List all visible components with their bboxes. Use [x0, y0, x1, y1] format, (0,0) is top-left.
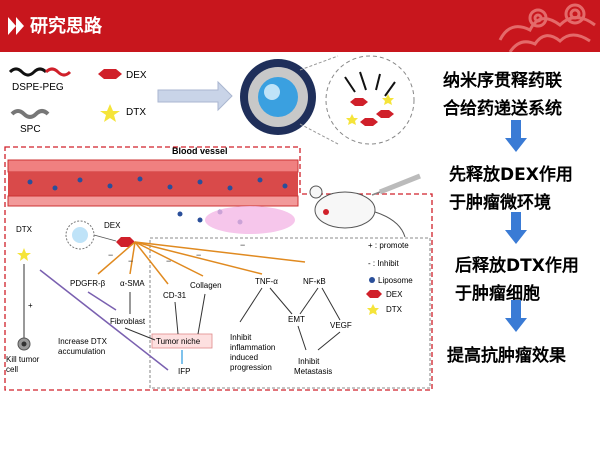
fibroblast-label: Fibroblast: [110, 317, 146, 326]
inhibit-meta-line1: Inhibit: [298, 357, 320, 366]
step-4-line1: 提高抗肿瘤效果: [447, 346, 566, 366]
dtx-label: DTX: [126, 107, 146, 118]
step-1-line2: 合给药递送系统: [443, 99, 562, 119]
pdgfr-label: PDGFR-β: [70, 279, 106, 288]
right-arrow-icon: [157, 80, 233, 112]
spc-icon: [10, 109, 50, 119]
inhibit-inflam-line2: inflammation: [230, 343, 275, 352]
nfkb-label: NF-κB: [303, 277, 326, 286]
down-arrow-icon: [505, 212, 527, 244]
tnf-label: TNF-α: [255, 277, 278, 286]
step-4: 提高抗肿瘤效果: [447, 341, 566, 366]
down-arrow-icon: [505, 300, 527, 332]
spc-label: SPC: [20, 124, 41, 135]
inhibit-meta-line2: Metastasis: [294, 367, 332, 376]
kill-line2: cell: [6, 365, 18, 374]
increase-dtx-line1: Increase DTX: [58, 337, 108, 346]
cd31-label: CD-31: [163, 291, 187, 300]
increase-dtx-line2: accumulation: [58, 347, 105, 356]
minus-sign: −: [196, 250, 201, 260]
legend-dtx: DTX: [386, 305, 403, 314]
minus-sign: −: [128, 256, 133, 266]
collagen-label: Collagen: [190, 281, 222, 290]
legend-inhibit: - : Inhibit: [368, 259, 399, 268]
dex-icon: [116, 237, 135, 247]
inhibit-inflam-line4: progression: [230, 363, 272, 372]
step-3-line2: 于肿瘤细胞: [455, 284, 540, 304]
dex-diagram-label: DEX: [104, 221, 121, 230]
liposome-dot-icon: [369, 277, 375, 283]
dspe-label: DSPE-PEG: [12, 82, 64, 93]
dspe-peg-icon: [8, 67, 48, 77]
inhibit-inflam-line1: Inhibit: [230, 333, 252, 342]
page-title: 研究思路: [30, 16, 102, 37]
legend-promote: + : promote: [368, 241, 409, 250]
legend-liposome: Liposome: [378, 276, 413, 285]
mouse-icon: [309, 185, 406, 238]
cloud-pattern-icon: [498, 3, 596, 52]
inhibit-inflam-line3: induced: [230, 353, 258, 362]
step-3-line1: 后释放DTX作用: [455, 256, 579, 276]
syringe-icon: [371, 173, 421, 196]
mechanism-diagram: DSPE-PEG SPC DEX DTX Blood vessel: [4, 55, 433, 391]
minus-sign: −: [240, 240, 245, 250]
minus-sign: −: [108, 250, 113, 260]
dex-icon: [98, 69, 122, 79]
legend-dex: DEX: [386, 290, 403, 299]
ifp-label: IFP: [178, 367, 190, 376]
step-1-line1: 纳米序贯释药联: [443, 71, 562, 91]
dtx-star-icon: [100, 104, 120, 122]
dtx-star-icon: [367, 304, 379, 315]
emt-label: EMT: [288, 315, 305, 324]
step-2-line1: 先释放DEX作用: [449, 165, 573, 185]
zoom-detail: [325, 55, 415, 145]
minus-sign: −: [166, 256, 171, 266]
step-2-line2: 于肿瘤微环境: [449, 193, 551, 213]
dtx-star-icon: [17, 248, 31, 261]
kill-line1: Kill tumor: [6, 355, 40, 364]
tumor-niche-label: Tumor niche: [156, 337, 201, 346]
blood-vessel-label: Blood vessel: [172, 146, 228, 156]
vegf-label: VEGF: [330, 321, 352, 330]
dex-label: DEX: [126, 70, 147, 81]
diagram-frame: [4, 146, 433, 391]
play-arrow-icon: [8, 17, 24, 35]
step-2: 先释放DEX作用 于肿瘤微环境: [449, 160, 573, 213]
header-bar: 研究思路: [0, 0, 600, 52]
step-1: 纳米序贯释药联 合给药递送系统: [443, 66, 562, 119]
step-3: 后释放DTX作用 于肿瘤细胞: [455, 251, 579, 304]
dex-icon: [366, 290, 382, 298]
dtx-diagram-label: DTX: [16, 225, 33, 234]
down-arrow-icon: [505, 120, 527, 152]
asma-label: α-SMA: [120, 279, 145, 288]
plus-sign: +: [28, 301, 33, 310]
